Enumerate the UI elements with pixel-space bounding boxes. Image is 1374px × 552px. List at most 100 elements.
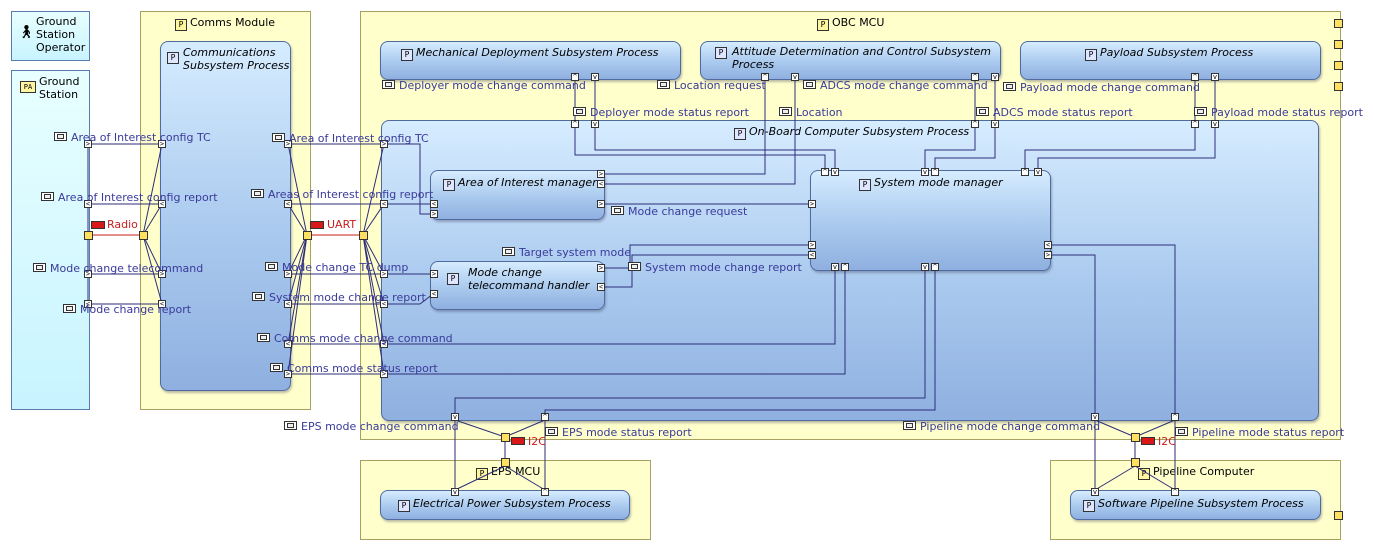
port-up[interactable]: ^ [541, 413, 549, 421]
ground-station-operator-node[interactable]: 🚶︎ Ground Station Operator [11, 11, 90, 61]
flow-icon [382, 80, 395, 89]
port-up[interactable]: ^ [971, 120, 979, 128]
bus-port[interactable] [1334, 61, 1343, 70]
port-out[interactable]: > [284, 370, 292, 378]
port-in[interactable]: < [808, 251, 816, 259]
port-up[interactable]: ^ [1171, 488, 1179, 496]
port-out[interactable]: > [430, 270, 438, 278]
port-out[interactable]: > [158, 140, 166, 148]
port-out[interactable]: > [808, 200, 816, 208]
bus-port[interactable] [1334, 19, 1343, 28]
bus-port[interactable] [84, 231, 93, 240]
ground-station-node[interactable]: PA Ground Station [11, 70, 90, 410]
port-down[interactable]: v [1091, 413, 1099, 421]
port-in[interactable]: < [84, 200, 92, 208]
port-out[interactable]: > [380, 140, 388, 148]
port-in[interactable]: < [284, 340, 292, 348]
flow-label: ADCS mode change command [803, 79, 988, 92]
port-up[interactable]: ^ [1191, 120, 1199, 128]
port-in[interactable]: < [284, 200, 292, 208]
uart-bus-connector[interactable] [310, 221, 324, 229]
communications-process[interactable]: P Communications Subsystem Process [160, 41, 291, 391]
port-up[interactable]: ^ [761, 73, 769, 81]
port-down[interactable]: v [591, 120, 599, 128]
bus-port[interactable] [1334, 82, 1343, 91]
port-down[interactable]: v [451, 488, 459, 496]
port-up[interactable]: ^ [821, 168, 829, 176]
port-out[interactable]: > [380, 270, 388, 278]
bus-port[interactable] [501, 433, 510, 442]
port-down[interactable]: v [991, 73, 999, 81]
port-out[interactable]: > [84, 270, 92, 278]
port-down[interactable]: v [591, 73, 599, 81]
bus-port[interactable] [1334, 511, 1343, 520]
port-down[interactable]: v [921, 263, 929, 271]
port-in[interactable]: < [597, 283, 605, 291]
port-down[interactable]: v [1091, 488, 1099, 496]
i2c-eps-connector[interactable] [511, 437, 525, 445]
port-down[interactable]: v [451, 413, 459, 421]
mode-change-handler-process[interactable]: P Mode change telecommand handler [430, 261, 605, 310]
flow-label: Area of Interest config report [41, 191, 218, 204]
port-in[interactable]: < [597, 180, 605, 188]
port-up[interactable]: ^ [841, 263, 849, 271]
port-down[interactable]: v [1034, 168, 1042, 176]
port-in[interactable]: < [430, 290, 438, 298]
port-up[interactable]: ^ [931, 263, 939, 271]
port-down[interactable]: v [791, 73, 799, 81]
bus-port[interactable] [139, 231, 148, 240]
port-up[interactable]: ^ [931, 168, 939, 176]
port-in[interactable]: < [1044, 241, 1052, 249]
port-out[interactable]: > [380, 370, 388, 378]
port-in[interactable]: < [284, 300, 292, 308]
port-out[interactable]: > [430, 210, 438, 218]
port-down[interactable]: v [831, 168, 839, 176]
port-up[interactable]: ^ [1021, 168, 1029, 176]
port-up[interactable]: ^ [571, 120, 579, 128]
port-in[interactable]: < [84, 300, 92, 308]
port-out[interactable]: > [284, 270, 292, 278]
port-down[interactable]: v [991, 120, 999, 128]
port-out[interactable]: > [158, 270, 166, 278]
port-up[interactable]: ^ [571, 73, 579, 81]
port-down[interactable]: v [831, 263, 839, 271]
bus-port[interactable] [1131, 458, 1140, 467]
port-out[interactable]: > [284, 140, 292, 148]
port-in[interactable]: < [380, 340, 388, 348]
port-out[interactable]: > [597, 170, 605, 178]
port-up[interactable]: ^ [1171, 413, 1179, 421]
port-down[interactable]: v [1211, 73, 1219, 81]
bus-port[interactable] [1131, 433, 1140, 442]
flow-label: Area of Interest config TC [272, 132, 429, 145]
bus-port[interactable] [303, 231, 312, 240]
port-up[interactable]: ^ [541, 488, 549, 496]
port-up[interactable]: ^ [1191, 73, 1199, 81]
bus-port[interactable] [1334, 40, 1343, 49]
port-out[interactable]: > [84, 140, 92, 148]
port-in[interactable]: < [430, 200, 438, 208]
port-in[interactable]: < [380, 300, 388, 308]
i2c-pipeline-connector[interactable] [1141, 437, 1155, 445]
radio-bus-connector[interactable] [91, 221, 105, 229]
port-out[interactable]: > [1044, 251, 1052, 259]
port-up[interactable]: ^ [971, 73, 979, 81]
port-in[interactable]: < [380, 200, 388, 208]
port-out[interactable]: > [597, 200, 605, 208]
adcs-process[interactable]: P Attitude Determination and Control Sub… [700, 41, 1001, 80]
port-out[interactable]: > [808, 241, 816, 249]
actor-icon: 🚶︎ [18, 25, 35, 40]
port-in[interactable]: < [158, 300, 166, 308]
bus-port[interactable] [359, 231, 368, 240]
bus-port[interactable] [501, 458, 510, 467]
port-out[interactable]: > [597, 264, 605, 272]
port-in[interactable]: < [158, 200, 166, 208]
port-down[interactable]: v [1211, 120, 1219, 128]
port-down[interactable]: v [921, 168, 929, 176]
